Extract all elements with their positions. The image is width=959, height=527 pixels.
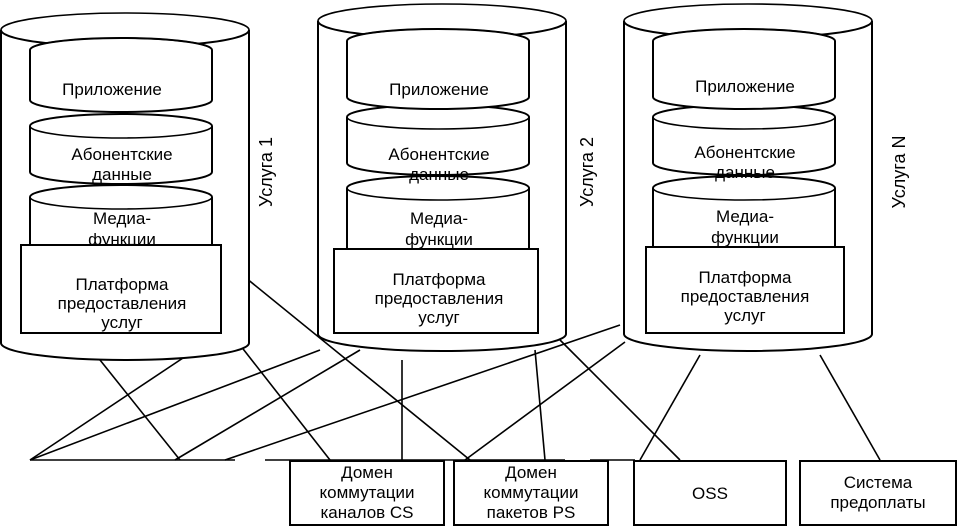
subscriber-data-label-line1: Абонентские — [388, 145, 489, 164]
subscriber-data-layer: Абонентские данные — [29, 113, 213, 185]
subscriber-data-layer: Абонентские данные — [652, 104, 836, 182]
media-label-line2: функции — [405, 230, 473, 249]
cs-domain-label-line2: коммутации — [320, 483, 415, 502]
platform-label-line1: Платформа — [392, 270, 486, 289]
oss-box: OSS — [633, 460, 787, 526]
cs-domain-label-line1: Домен — [341, 463, 393, 482]
cs-domain-label-line3: каналов CS — [320, 503, 413, 522]
ps-domain-label-line3: пакетов PS — [487, 503, 576, 522]
service-platform-box: Платформа предоставления услуг — [333, 248, 539, 334]
connection-lines — [29, 264, 881, 461]
media-functions-layer: Медиа- функции — [652, 175, 836, 257]
oss-label: OSS — [692, 484, 728, 503]
service-n: Медиа- функции Абонентские данные Прилож… — [623, 3, 909, 352]
prepaid-system-box: Система предоплаты — [799, 460, 957, 526]
media-label-line1: Медиа- — [410, 209, 468, 228]
platform-label-line3: услуг — [418, 308, 459, 327]
application-label: Приложение — [62, 80, 162, 99]
media-label-line1: Медиа- — [716, 207, 774, 226]
platform-label-line2: предоставления — [681, 287, 810, 306]
application-layer: Приложение — [652, 28, 836, 110]
service-platform-box: Платформа предоставления услуг — [20, 244, 222, 334]
cs-domain-box: Домен коммутации каналов CS — [289, 460, 445, 526]
platform-label-line1: Платформа — [698, 268, 792, 287]
subscriber-data-label-line1: Абонентские — [71, 145, 172, 164]
service-2: Медиа- функции Абонентские данные Прилож… — [317, 3, 597, 352]
service-platform-box: Платформа предоставления услуг — [645, 246, 845, 334]
platform-label-line2: предоставления — [375, 289, 504, 308]
application-label: Приложение — [695, 77, 795, 96]
media-functions-layer: Медиа- функции — [29, 184, 213, 249]
ps-domain-box: Домен коммутации пакетов PS — [453, 460, 609, 526]
media-label-line1: Медиа- — [93, 209, 151, 228]
application-layer: Приложение — [346, 28, 530, 110]
ps-domain-label-line1: Домен — [505, 463, 557, 482]
service-side-label: Услуга 2 — [577, 137, 597, 207]
prepaid-system-label-line2: предоплаты — [830, 493, 925, 512]
prepaid-system-label-line1: Система — [844, 473, 913, 492]
platform-label-line2: предоставления — [58, 294, 187, 313]
subscriber-data-layer: Абонентские данные — [346, 104, 530, 184]
service-side-label: Услуга N — [889, 136, 909, 209]
service-1: Медиа- функции Абонентские данные Прилож… — [0, 12, 276, 361]
application-label: Приложение — [389, 80, 489, 99]
platform-label-line1: Платформа — [75, 275, 169, 294]
platform-label-line3: услуг — [724, 306, 765, 325]
application-layer: Приложение — [29, 37, 213, 113]
subscriber-data-label-line1: Абонентские — [694, 143, 795, 162]
platform-label-line3: услуг — [101, 313, 142, 332]
ps-domain-label-line2: коммутации — [484, 483, 579, 502]
subscriber-data-label-line2: данные — [409, 165, 469, 184]
media-label-line2: функции — [711, 228, 779, 247]
service-side-label: Услуга 1 — [256, 137, 276, 207]
subscriber-data-label-line2: данные — [92, 165, 152, 184]
subscriber-data-label-line2: данные — [715, 163, 775, 182]
media-functions-layer: Медиа- функции — [346, 175, 530, 257]
